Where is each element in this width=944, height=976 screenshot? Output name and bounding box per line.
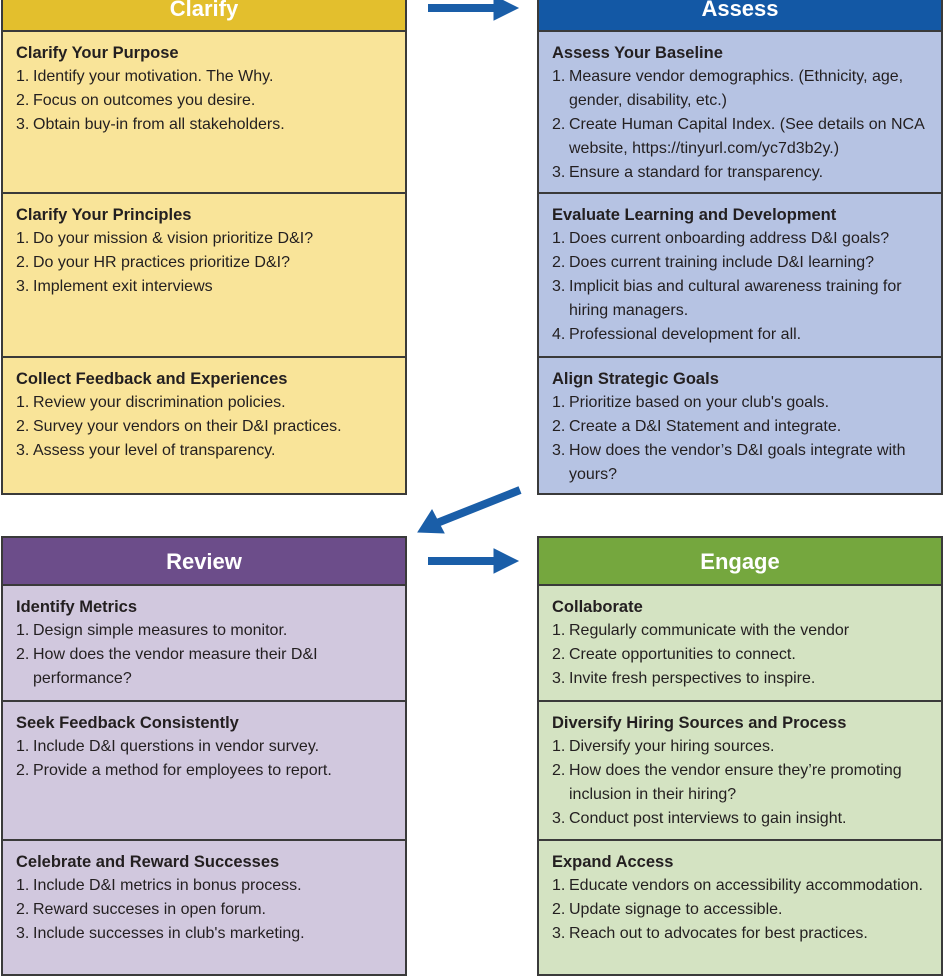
engage-title: Engage <box>700 549 780 574</box>
clarify-header: Clarify <box>3 0 405 32</box>
review-title: Review <box>166 549 242 574</box>
list-item: 1.Regularly communicate with the vendor <box>552 622 850 639</box>
engage-collaborate-section: Collaborate 1.Regularly communicate with… <box>539 586 941 700</box>
list-item: 2.Create a D&I Statement and integrate. <box>552 418 842 435</box>
clarify-principles-section: Clarify Your Principles 1.Do your missio… <box>3 192 405 358</box>
list-item: 3.Assess your level of transparency. <box>16 442 276 459</box>
section-title: Clarify Your Principles <box>16 206 192 224</box>
list-item: 3.Implement exit interviews <box>16 278 213 295</box>
list-item: 1.Design simple measures to monitor. <box>16 622 288 639</box>
list-item: 1.Does current onboarding address D&I go… <box>552 230 890 247</box>
list-item: 1.Measure vendor demographics. (Ethnicit… <box>552 68 904 109</box>
list-item: 2.Provide a method for employees to repo… <box>16 762 332 779</box>
engage-access-section: Expand Access 1.Educate vendors on acces… <box>539 839 941 974</box>
list-item: 2.How does the vendor measure their D&I … <box>16 646 318 687</box>
section-title: Diversify Hiring Sources and Process <box>552 714 847 732</box>
list-item: 3.Conduct post interviews to gain insigh… <box>552 810 847 827</box>
section-title: Expand Access <box>552 853 674 871</box>
list-item: 2.Update signage to accessible. <box>552 901 783 918</box>
list-item: 1.Educate vendors on accessibility accom… <box>552 877 923 894</box>
list-item: 2.Survey your vendors on their D&I pract… <box>16 418 342 435</box>
arrow-assess-to-review <box>417 486 522 534</box>
list-item: 1.Review your discrimination policies. <box>16 394 286 411</box>
list-item: 1.Identify your motivation. The Why. <box>16 68 274 85</box>
engage-panel: Engage Collaborate 1.Regularly communica… <box>537 536 943 976</box>
clarify-title: Clarify <box>169 0 239 21</box>
arrow-clarify-to-assess <box>428 0 520 21</box>
assess-baseline-section: Assess Your Baseline 1.Measure vendor de… <box>539 32 941 194</box>
engage-hiring-section: Diversify Hiring Sources and Process 1.D… <box>539 700 941 840</box>
list-item: 2.How does the vendor ensure they’re pro… <box>552 762 902 803</box>
section-title: Celebrate and Reward Successes <box>16 853 280 871</box>
list-item: 3.Ensure a standard for transparency. <box>552 164 824 181</box>
list-item: 3.Implicit bias and cultural awareness t… <box>552 278 902 319</box>
section-title: Identify Metrics <box>16 598 138 616</box>
section-title: Collaborate <box>552 598 643 616</box>
review-metrics-section: Identify Metrics 1.Design simple measure… <box>3 586 405 700</box>
list-item: 4.Professional development for all. <box>552 326 802 343</box>
assess-panel: Assess Assess Your Baseline 1.Measure ve… <box>537 0 943 495</box>
assess-learning-section: Evaluate Learning and Development 1.Does… <box>539 192 941 358</box>
engage-header: Engage <box>539 538 941 586</box>
list-item: 2.Does current training include D&I lear… <box>552 254 875 271</box>
list-item: 3.Reach out to advocates for best practi… <box>552 925 868 942</box>
assess-strategic-section: Align Strategic Goals 1.Prioritize based… <box>539 356 941 493</box>
list-item: 1.Do your mission & vision prioritize D&… <box>16 230 314 247</box>
section-title: Seek Feedback Consistently <box>16 714 239 732</box>
list-item: 1.Diversify your hiring sources. <box>552 738 775 755</box>
list-item: 2.Reward succeses in open forum. <box>16 901 266 918</box>
assess-header: Assess <box>539 0 941 32</box>
list-item: 3.Invite fresh perspectives to inspire. <box>552 670 816 687</box>
list-item: 2.Focus on outcomes you desire. <box>16 92 256 109</box>
list-item: 3.Obtain buy-in from all stakeholders. <box>16 116 285 133</box>
review-feedback-section: Seek Feedback Consistently 1.Include D&I… <box>3 700 405 840</box>
clarify-feedback-section: Collect Feedback and Experiences 1.Revie… <box>3 356 405 493</box>
list-item: 2.Create Human Capital Index. (See detai… <box>552 116 924 157</box>
section-title: Collect Feedback and Experiences <box>16 370 288 388</box>
review-header: Review <box>3 538 405 586</box>
arrow-review-to-engage <box>428 548 520 574</box>
list-item: 2.Create opportunities to connect. <box>552 646 796 663</box>
clarify-purpose-section: Clarify Your Purpose 1.Identify your mot… <box>3 32 405 194</box>
list-item: 1.Include D&I querstions in vendor surve… <box>16 738 320 755</box>
list-item: 3.Include successes in club's marketing. <box>16 925 305 942</box>
section-title: Assess Your Baseline <box>552 44 723 62</box>
section-title: Evaluate Learning and Development <box>552 206 837 224</box>
assess-title: Assess <box>701 0 779 21</box>
review-celebrate-section: Celebrate and Reward Successes 1.Include… <box>3 839 405 974</box>
list-item: 1.Include D&I metrics in bonus process. <box>16 877 302 894</box>
list-item: 1.Prioritize based on your club's goals. <box>552 394 830 411</box>
list-item: 3.How does the vendor’s D&I goals integr… <box>552 442 906 483</box>
clarify-panel: Clarify Clarify Your Purpose 1.Identify … <box>1 0 407 495</box>
section-title: Clarify Your Purpose <box>16 44 179 62</box>
section-title: Align Strategic Goals <box>552 370 719 388</box>
list-item: 2.Do your HR practices prioritize D&I? <box>16 254 290 271</box>
